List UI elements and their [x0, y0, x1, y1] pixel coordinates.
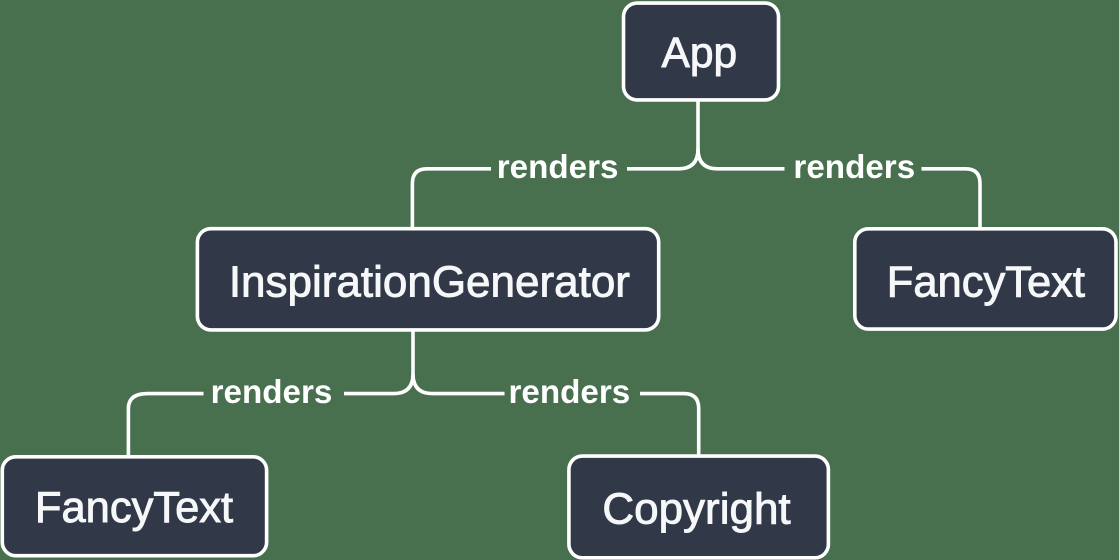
svg-text:App: App — [661, 30, 737, 77]
svg-text:renders: renders — [211, 374, 333, 411]
svg-text:renders: renders — [509, 374, 631, 411]
svg-text:renders: renders — [497, 149, 619, 186]
svg-text:FancyText: FancyText — [887, 259, 1085, 307]
svg-text:FancyText: FancyText — [35, 484, 233, 532]
svg-text:Copyright: Copyright — [602, 485, 790, 534]
svg-text:renders: renders — [793, 149, 915, 186]
svg-text:InspirationGenerator: InspirationGenerator — [229, 258, 630, 307]
